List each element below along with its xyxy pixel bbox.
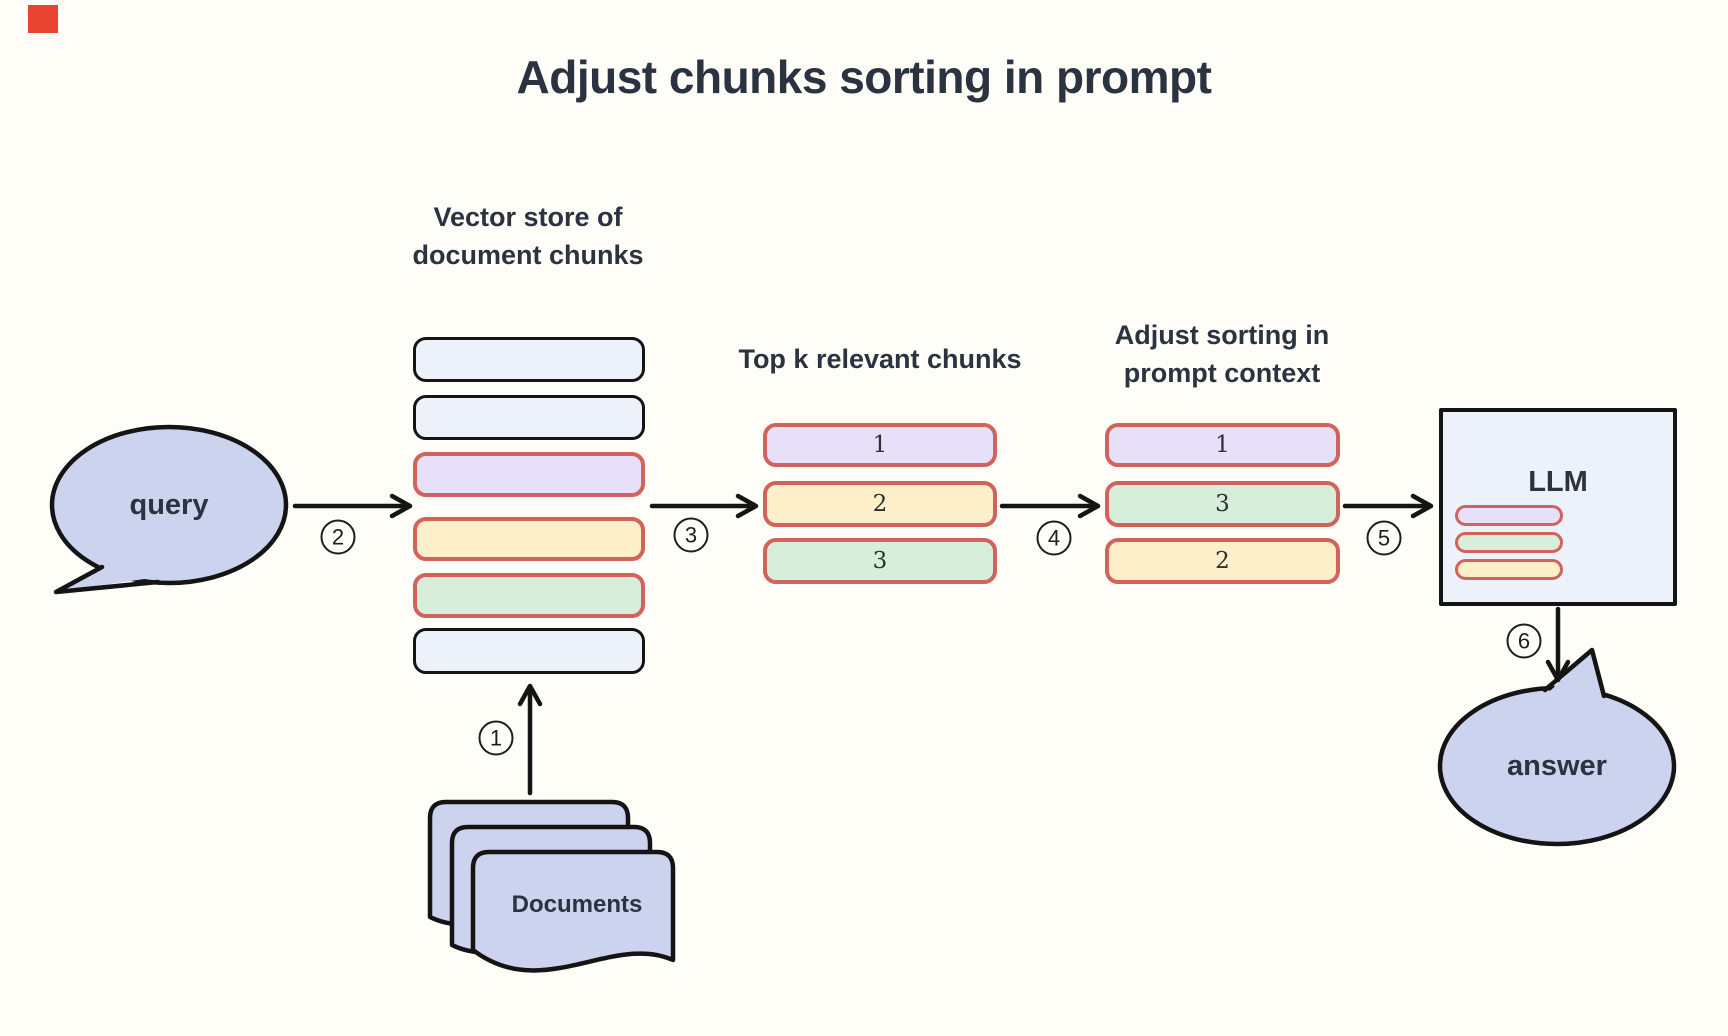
topk-label: Top k relevant chunks [738,344,1022,374]
flow-arrow-1 [517,683,543,796]
vector-store-label: Vector store of document chunks [348,198,708,274]
flow-arrow-5 [1342,493,1434,519]
sorted-chunk-3: 2 [1105,538,1340,584]
vector-store-row [413,452,645,497]
vector-store-row [413,628,645,674]
step-4-badge: 4 [1036,520,1072,556]
sorted-label-line2: prompt context [1123,358,1321,388]
vector-store-label-line1: Vector store of [433,202,623,232]
topk-chunk-2: 2 [763,481,997,527]
sorted-label-line1: Adjust sorting in [1114,320,1330,350]
query-label: query [129,489,209,521]
sorted-chunk-2: 3 [1105,481,1340,527]
documents-label: Documents [511,891,643,918]
diagram-title: Adjust chunks sorting in prompt [516,51,1212,103]
vector-store-row [413,395,645,440]
topk-chunk-1: 1 [763,423,997,467]
flow-arrow-6 [1545,606,1571,683]
step-1-badge: 1 [478,720,514,756]
flow-arrow-2 [292,493,413,519]
llm-box: LLM [1439,408,1677,606]
vector-store-stack [413,337,645,676]
vector-store-row [413,573,645,618]
document-icon [449,824,653,955]
llm-pill [1455,532,1563,553]
documents-stack [427,799,676,973]
step-5-badge: 5 [1366,520,1402,556]
flow-arrow-3 [649,493,759,519]
answer-label: answer [1507,750,1607,782]
vector-store-row [413,337,645,382]
step-2-badge: 2 [320,519,356,555]
flow-arrow-4 [999,493,1101,519]
red-marker [28,5,58,33]
llm-pill [1455,505,1563,526]
llm-label: LLM [1528,466,1588,498]
sorted-chunks: 1 3 2 [1105,423,1340,585]
vector-store-row [413,517,645,561]
llm-pill [1455,559,1563,580]
vector-store-label-line2: document chunks [412,240,644,270]
step-3-badge: 3 [673,517,709,553]
sorted-chunk-1: 1 [1105,423,1340,467]
answer-bubble [1437,647,1677,847]
topk-chunks: 1 2 3 [763,423,997,585]
topk-chunk-3: 3 [763,538,997,584]
step-6-badge: 6 [1506,623,1542,659]
sorted-label: Adjust sorting in prompt context [1072,316,1372,392]
